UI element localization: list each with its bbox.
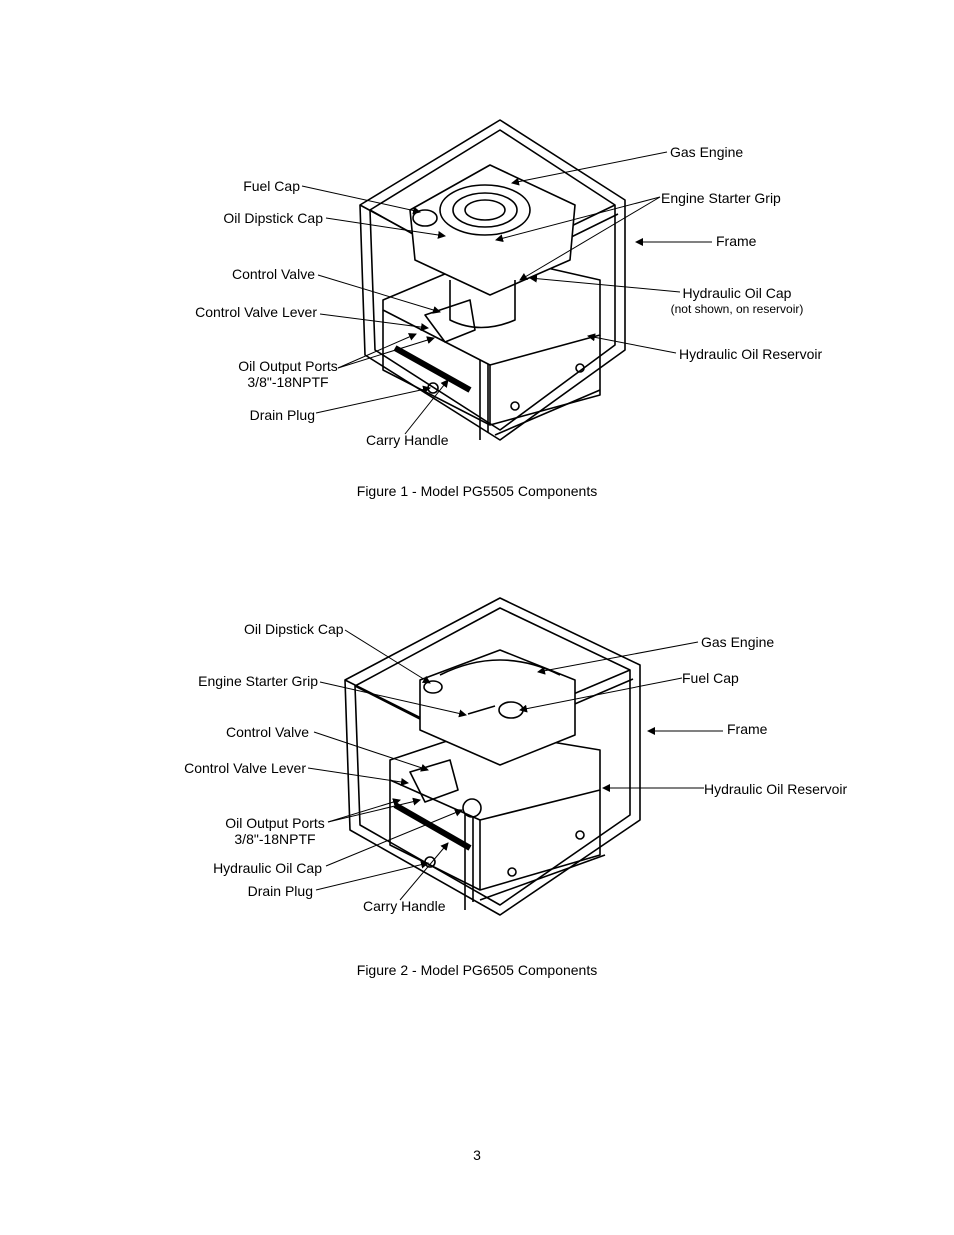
label-control-valve: Control Valve <box>225 724 309 740</box>
label-control-valve-lever: Control Valve Lever <box>184 760 306 776</box>
label-frame: Frame <box>727 721 768 737</box>
label-drain-plug: Drain Plug <box>249 407 315 423</box>
label-engine-starter-grip: Engine Starter Grip <box>198 673 318 689</box>
label-hydraulic-oil-cap: Hydraulic Oil Cap (not shown, on reservo… <box>660 285 814 317</box>
label-carry-handle: Carry Handle <box>363 898 446 914</box>
page-number: 3 <box>473 1147 481 1163</box>
label-gas-engine: Gas Engine <box>670 144 744 160</box>
label-control-valve-lever: Control Valve Lever <box>195 304 317 320</box>
oil-output-ports-title: Oil Output Ports <box>238 358 338 374</box>
label-oil-output-ports: Oil Output Ports 3/8"-18NPTF <box>230 358 346 390</box>
label-hydraulic-oil-reservoir: Hydraulic Oil Reservoir <box>679 346 823 362</box>
figure-2-drawing <box>307 597 723 916</box>
label-control-valve: Control Valve <box>231 266 315 282</box>
oil-output-ports-spec: 3/8"-18NPTF <box>234 831 316 847</box>
figure-2-caption: Figure 2 - Model PG6505 Components <box>356 962 598 978</box>
label-hydraulic-oil-reservoir: Hydraulic Oil Reservoir <box>704 781 848 797</box>
oil-output-ports-title: Oil Output Ports <box>225 815 325 831</box>
label-drain-plug: Drain Plug <box>247 883 313 899</box>
figure-1-caption: Figure 1 - Model PG5505 Components <box>356 483 598 499</box>
hydraulic-oil-cap-title: Hydraulic Oil Cap <box>682 285 792 301</box>
oil-output-ports-spec: 3/8"-18NPTF <box>247 374 329 390</box>
label-engine-starter-grip: Engine Starter Grip <box>661 190 781 206</box>
label-oil-dipstick-cap: Oil Dipstick Cap <box>244 621 344 637</box>
label-oil-output-ports: Oil Output Ports 3/8"-18NPTF <box>217 815 333 847</box>
hydraulic-oil-cap-note: (not shown, on reservoir) <box>670 302 804 316</box>
label-hydraulic-oil-cap: Hydraulic Oil Cap <box>213 860 322 876</box>
figure-1-drawing <box>301 119 712 441</box>
figure-2: Oil Dipstick Cap Gas Engine Engine Start… <box>0 590 954 930</box>
figure-1: Gas Engine Fuel Cap Engine Starter Grip … <box>0 110 954 460</box>
label-fuel-cap: Fuel Cap <box>243 178 300 194</box>
label-fuel-cap: Fuel Cap <box>682 670 739 686</box>
label-oil-dipstick-cap: Oil Dipstick Cap <box>223 210 323 226</box>
label-frame: Frame <box>716 233 757 249</box>
label-gas-engine: Gas Engine <box>701 634 775 650</box>
label-carry-handle: Carry Handle <box>366 432 449 448</box>
